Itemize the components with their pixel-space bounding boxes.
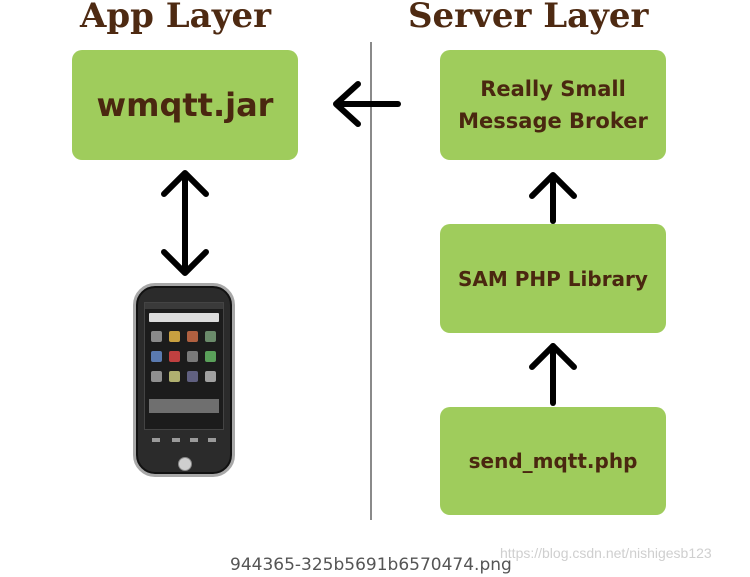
watermark: https://blog.csdn.net/nishigesb123 [500, 545, 712, 561]
message-broker-box: Really Small Message Broker [440, 50, 666, 160]
send-mqtt-php-box: send_mqtt.php [440, 407, 666, 515]
phone-app-icon [187, 351, 198, 362]
message-broker-line1: Really Small [480, 77, 626, 101]
arrow-left-icon [333, 81, 401, 127]
phone-app-icon [151, 331, 162, 342]
image-caption: 944365-325b5691b6570474.png [230, 555, 512, 575]
phone-search-bar [149, 313, 219, 322]
phone-app-icon [205, 351, 216, 362]
phone-app-icon [169, 351, 180, 362]
phone-app-icon [169, 331, 180, 342]
phone-app-icon [187, 331, 198, 342]
phone-device-icon [133, 283, 235, 477]
arrow-up-icon [529, 172, 577, 224]
phone-back-key [152, 438, 160, 442]
sam-php-library-box: SAM PHP Library [440, 224, 666, 333]
send-mqtt-php-label: send_mqtt.php [468, 449, 638, 473]
phone-screen [144, 302, 224, 430]
sam-php-library-label: SAM PHP Library [458, 266, 648, 291]
phone-app-icon [187, 371, 198, 382]
phone-app-icon [205, 331, 216, 342]
phone-search-key [208, 438, 216, 442]
message-broker-label: Really Small Message Broker [458, 73, 648, 137]
arrow-bidirectional-icon [161, 170, 209, 276]
phone-menu-key [172, 438, 180, 442]
wmqtt-jar-label: wmqtt.jar [96, 86, 274, 124]
phone-trackball [178, 457, 192, 471]
message-broker-line2: Message Broker [458, 109, 648, 133]
phone-app-icon [151, 371, 162, 382]
arrow-up-icon [529, 343, 577, 406]
wmqtt-jar-box: wmqtt.jar [72, 50, 298, 160]
phone-status-bar [145, 303, 223, 309]
phone-app-icon [205, 371, 216, 382]
phone-widget [149, 399, 219, 413]
layer-divider [370, 42, 372, 520]
app-layer-title: App Layer [80, 0, 272, 36]
phone-app-icon [151, 351, 162, 362]
phone-app-icon [169, 371, 180, 382]
phone-home-key [190, 438, 198, 442]
server-layer-title: Server Layer [408, 0, 649, 36]
